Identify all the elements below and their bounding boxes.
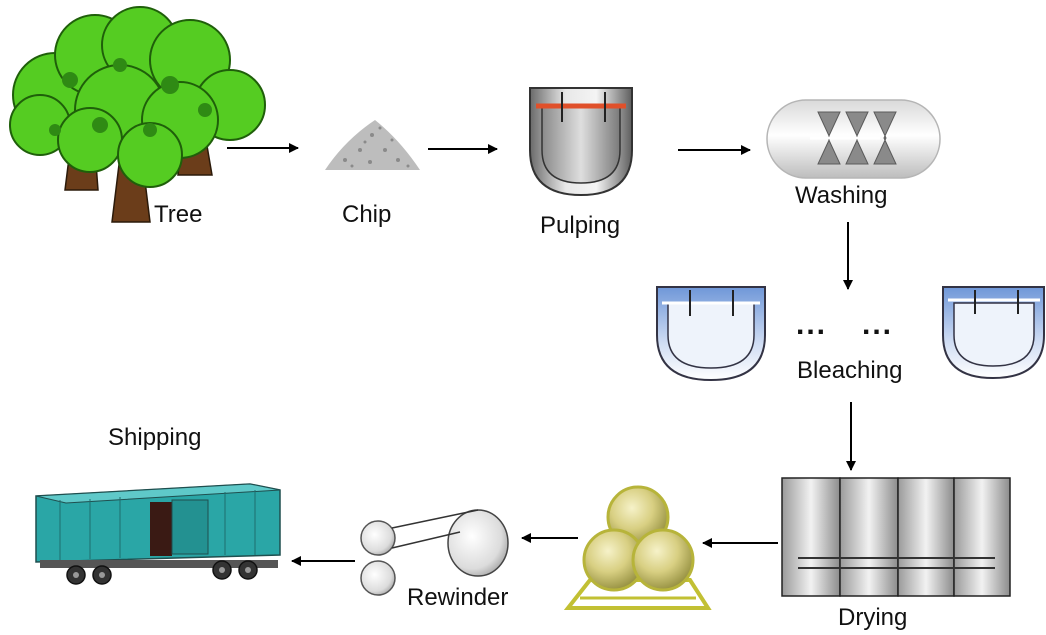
ellipsis-left: ...	[796, 308, 828, 341]
ellipsis-right: ...	[862, 308, 894, 341]
boxcar-icon	[35, 483, 281, 585]
drying-cylinders-icon	[781, 477, 1011, 597]
label-pulping: Pulping	[540, 212, 621, 239]
label-washing: Washing	[795, 182, 888, 209]
label-tree: Tree	[154, 201, 203, 228]
pulping-vessel-icon	[529, 87, 633, 197]
bleaching-tank-icon	[656, 286, 766, 382]
label-bleaching: Bleaching	[797, 357, 903, 384]
label-drying: Drying	[838, 604, 908, 631]
label-shipping: Shipping	[108, 424, 202, 451]
bleaching-tank-icon	[942, 286, 1045, 380]
wood-chip-pile-icon	[325, 120, 420, 170]
label-chip: Chip	[342, 201, 392, 228]
paper-rolls-icon	[563, 485, 712, 610]
label-rewinder: Rewinder	[407, 584, 509, 611]
washing-drum-icon	[766, 99, 941, 179]
rewinder-icon	[360, 509, 509, 596]
tree-icon	[9, 6, 266, 223]
